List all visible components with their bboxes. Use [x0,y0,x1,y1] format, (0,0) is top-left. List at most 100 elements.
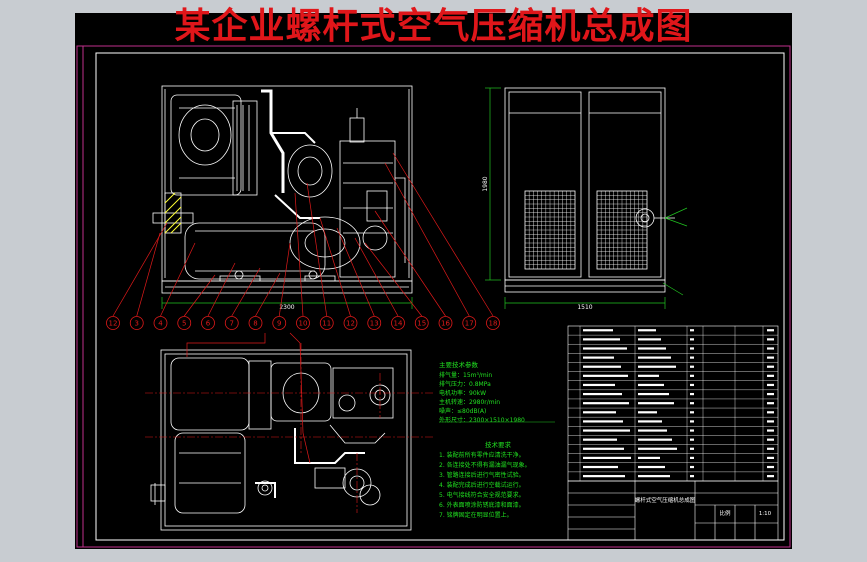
balloon-circle [201,316,215,330]
parts-list-text [638,402,674,405]
grille-mesh [525,191,647,269]
balloon-circle [391,316,405,330]
centerlines [145,343,435,513]
top-motor [170,357,250,431]
side-width-dim: 1510 [577,304,592,311]
balloon-label: 8 [253,320,257,328]
parts-list-text [583,329,613,332]
top-leaders [186,332,311,464]
parts-list-text [690,329,694,332]
balloon-label: 10 [299,320,308,328]
balloon-leader [319,217,351,317]
parts-list-text [583,456,631,459]
parts-list-text [638,475,670,478]
spec-line: 噪声：≤80dB(A) [439,407,486,415]
parts-list-text [583,429,630,432]
title-block-scale-label: 比例 [719,509,731,517]
balloon-leader [231,267,261,317]
parts-list-text [690,402,694,405]
balloon-leader [336,227,375,317]
parts-list-text [638,347,666,350]
parts-list-text [767,329,774,332]
balloon-leaders [112,152,494,317]
parts-list-text [690,420,694,423]
balloon-circle [319,316,334,330]
parts-list-text [767,365,774,368]
parts-list-text [638,365,676,368]
front-width-dim: 2300 [279,304,294,311]
note-line: 2. 各连接处不得有漏油漏气现象。 [439,461,531,469]
balloon-label: 16 [441,320,450,328]
spec-line: 外形尺寸：2300×1510×1980 [439,416,525,424]
front-base [161,280,413,294]
parts-list-text [690,356,694,359]
balloon-circle [438,316,453,330]
parts-list-text [583,438,617,441]
parts-list-text [767,411,774,414]
parts-list-text [767,338,774,341]
parts-list-text [638,383,664,387]
spec-line: 排气压力：0.8MPa [439,380,491,388]
side-height-dim: 1980 [482,176,489,191]
spec-line: 电机功率：90kW [439,389,486,397]
balloon-leader [255,272,281,317]
title-block [567,480,779,541]
spec-line: 主机转速：2980r/min [439,398,500,406]
balloon-label: 6 [206,320,211,328]
parts-list-text [690,374,694,377]
parts-list-text [583,356,614,359]
balloon-circle [367,316,382,330]
front-view [152,85,413,294]
balloon-label: 7 [230,320,234,328]
parts-list-text [690,392,694,396]
motor-body [170,94,242,196]
parts-list-text [767,429,774,432]
parts-list-text [638,374,659,377]
parts-list-text [690,411,694,414]
parts-list-text [767,383,774,387]
spec-title: 主要技术参数 [439,360,479,369]
balloon-circle [106,316,120,330]
balloon-leader [160,242,196,317]
title-block-scale: 1:10 [759,511,772,517]
parts-list-text [690,438,694,441]
top-tank [174,432,246,514]
cooler [339,140,396,278]
balloon-circle [272,316,287,330]
compressor-head [287,144,333,198]
balloon-circle [248,316,263,330]
parts-list-text [583,347,627,350]
balloon-leader [183,274,216,317]
parts-list-text [638,456,660,459]
parts-list-text [767,447,774,450]
note-line: 4. 装配完成后进行空载试运行。 [439,481,525,489]
balloon-label: 15 [417,320,426,328]
note-line: 5. 电气接线符合安全规范要求。 [439,491,525,499]
front-housing [161,85,413,282]
balloon-leader [374,210,446,317]
balloon-leader [392,152,494,317]
parts-list-text [690,347,694,350]
note-line: 7. 铭牌固定在明显位置上。 [439,511,513,519]
parts-list-text [583,465,618,469]
parts-list-text [767,356,774,359]
side-dimensions [485,87,688,309]
top-housing [160,349,412,531]
parts-list-text [767,374,774,377]
parts-list-text [583,475,625,478]
balloon-circle [486,316,500,330]
note-line: 1. 装配前所有零件应清洗干净。 [439,451,525,459]
parts-list-text [583,338,620,341]
drawing-title: 某企业螺杆式空气压缩机总成图 [174,5,693,47]
oil-separator-tank [184,222,326,280]
balloon-circle [296,316,310,330]
balloon-circle [177,316,192,330]
balloon-leader [136,232,161,317]
balloon-circle [224,316,239,330]
parts-list-text [583,420,623,423]
parts-list-text [583,411,616,414]
parts-list-text [767,347,774,350]
balloon-leader [112,222,168,317]
